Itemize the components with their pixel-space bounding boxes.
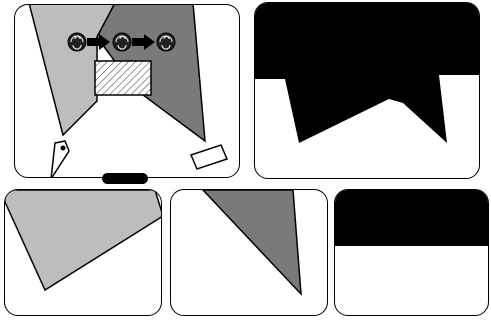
dark-gray-region-only [201,190,302,297]
black-silhouette-canvas [255,3,479,143]
source-symbol-3 [156,32,176,52]
panel-black-only [334,189,489,316]
arrow-right-1 [87,34,110,50]
black-jagged-region [255,3,479,143]
light-gray-region-only [5,190,161,292]
pill-handle[interactable] [102,173,148,184]
panel-light-gray-only [4,189,162,316]
panel-black-silhouette [254,2,480,179]
camera-a-lens [60,145,66,151]
combined-view-canvas [28,5,229,177]
black-band [335,190,488,246]
black-band-canvas [335,190,488,246]
camera-a [50,140,70,177]
panel-combined-view [14,4,240,178]
source-symbol-2 [112,32,132,52]
light-gray-canvas [5,190,161,292]
panel-dark-gray-only [170,189,328,316]
arrow-right-2 [132,34,155,50]
hatched-box [94,60,152,96]
source-symbol-1 [67,32,87,52]
dark-gray-canvas [201,190,302,297]
camera-b [189,144,229,170]
